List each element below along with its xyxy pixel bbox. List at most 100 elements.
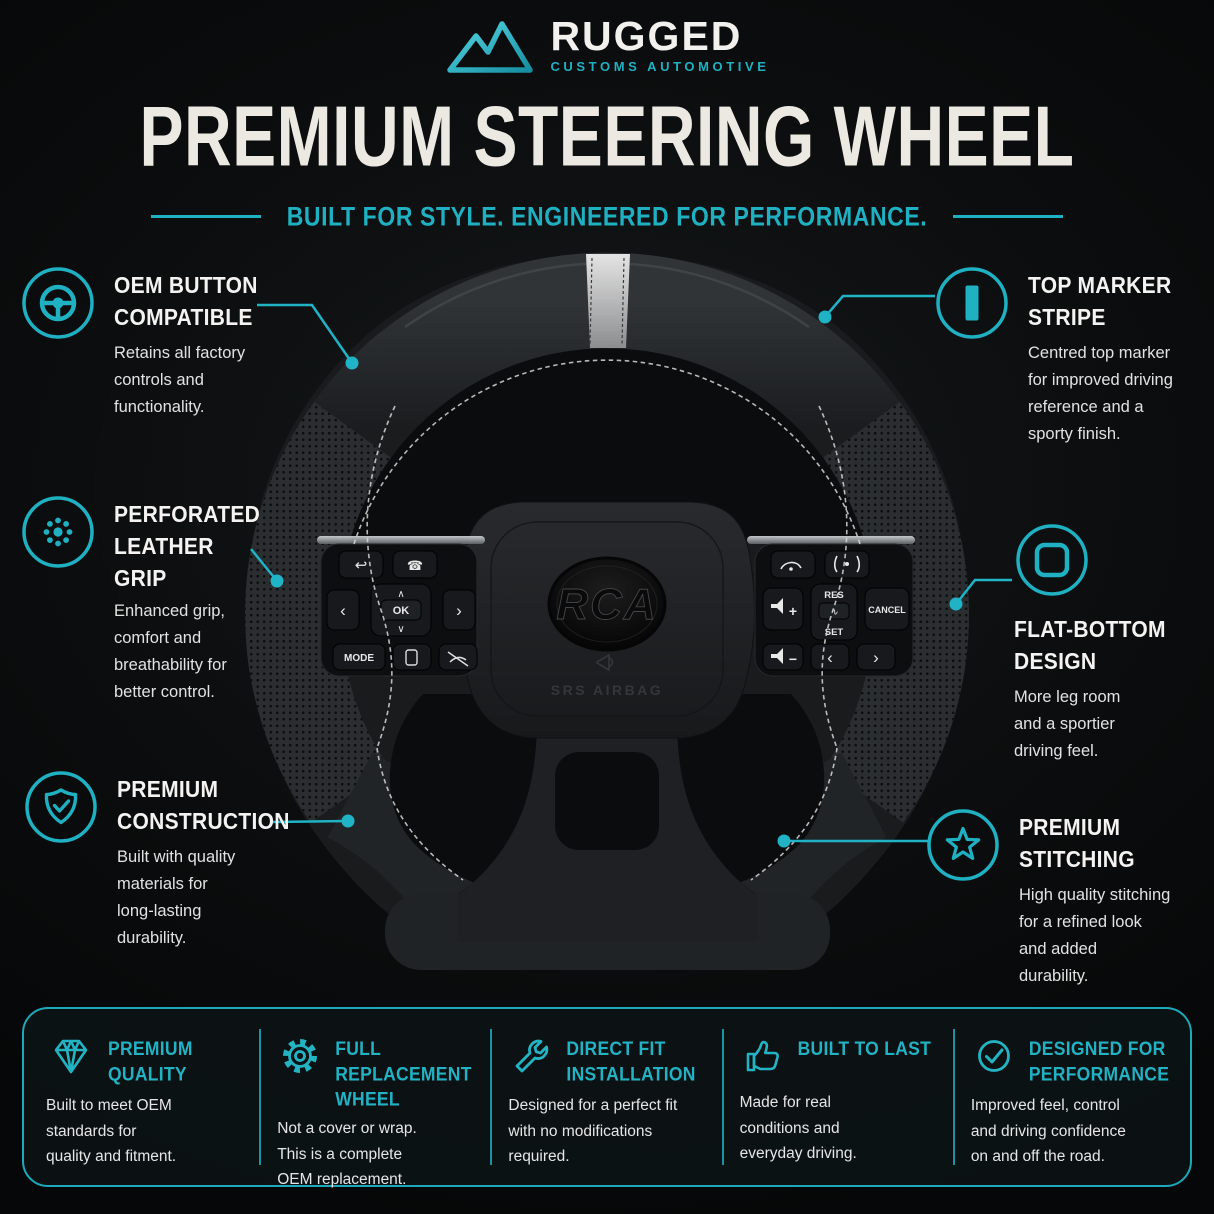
lower-right-opening (654, 694, 825, 898)
callout-title: FLAT-BOTTOM DESIGN (1014, 617, 1166, 675)
steering-wheel-icon (22, 267, 94, 339)
brand-name: RUGGED (550, 13, 743, 59)
ok-up-arrow: ∧ (397, 589, 404, 600)
back-button-glyph: ↩ (355, 557, 368, 574)
callout-title: PREMIUM CONSTRUCTION (117, 777, 290, 835)
device-icon (405, 649, 418, 666)
check-circle-icon (977, 1040, 1010, 1072)
callout-body: More leg room and a sportier driving fee… (1014, 688, 1121, 760)
cruise-control-dot (789, 567, 793, 571)
feature-built-to-last: BUILT TO LAST Made for real conditions a… (721, 1029, 953, 1165)
perforation-dots-icon (22, 496, 94, 568)
connector-dots (270, 310, 963, 848)
feature-title: PREMIUM QUALITY (108, 1037, 193, 1085)
steering-wheel-photo: RCA SRS AIRBAG ↩ ☎ ‹ ∧ OK ∨ (245, 252, 969, 970)
callout-title: PREMIUM STITCHING (1019, 815, 1135, 873)
feature-designed-for-performance: DESIGNED FOR PERFORMANCE Improved feel, … (952, 1029, 1184, 1165)
thumbs-up-icon (746, 1040, 779, 1072)
top-marker-stripe (586, 254, 630, 348)
callout-premium-stitching: PREMIUM STITCHING High quality stitching… (925, 807, 1195, 990)
horn-icon (596, 653, 614, 672)
wheel-left-grip-perforation (245, 401, 393, 823)
right-cluster-left-arrow: ‹ (827, 648, 833, 667)
subtitle-rule-right (953, 215, 1064, 218)
wheel-right-grip (821, 401, 969, 823)
left-button-cluster: ↩ ☎ ‹ ∧ OK ∨ › MODE (320, 543, 478, 677)
center-emblem-ring (556, 565, 658, 643)
lane-assist-icon (833, 555, 861, 573)
wheel-right-grip-perforation (821, 401, 969, 823)
ok-button-label: OK (393, 605, 410, 617)
rim-highlight (404, 262, 810, 329)
callout-title: PERFORATED LEATHER GRIP (114, 502, 261, 592)
cruise-control-icon (780, 561, 802, 570)
diamond-icon (54, 1039, 88, 1074)
callout-title: OEM BUTTON COMPATIBLE (114, 273, 258, 331)
feature-title: DIRECT FIT INSTALLATION (566, 1037, 696, 1085)
right-button-cluster: + − RES ∿ SET CANCEL ‹ › (754, 543, 914, 677)
center-emblem (547, 556, 667, 652)
wheel-silhouette (245, 254, 969, 968)
connector-flat-bottom (955, 578, 1012, 605)
callout-body: Enhanced grip, comfort and breathability… (114, 602, 227, 701)
airbag-pad (458, 501, 756, 739)
rounded-square-icon (1016, 524, 1088, 596)
callout-body: Retains all factory controls and functio… (114, 344, 246, 416)
volume-up-speaker-icon (771, 598, 783, 614)
page-subtitle: BUILT FOR STYLE. ENGINEERED FOR PERFORMA… (286, 200, 928, 232)
shield-check-icon (25, 771, 97, 843)
callout-title: TOP MARKER STRIPE (1028, 273, 1172, 331)
lower-left-opening (389, 694, 560, 898)
callout-body: Centred top marker for improved driving … (1028, 344, 1173, 443)
set-button-label: SET (825, 627, 844, 638)
callout-premium-construction: PREMIUM CONSTRUCTION Built with quality … (23, 769, 289, 952)
wheel-right-corner (714, 752, 888, 921)
callout-top-marker-stripe: TOP MARKER STRIPE Centred top marker for… (934, 265, 1194, 448)
airbag-label: SRS AIRBAG (551, 682, 663, 698)
mountain-icon (447, 21, 534, 73)
callout-oem-button-compatible: OEM BUTTON COMPATIBLE Retains all factor… (20, 265, 270, 421)
left-arrow-button: ‹ (340, 601, 346, 620)
right-chrome-trim (747, 536, 915, 544)
connector-marker (824, 294, 935, 318)
stripe-stitching (589, 257, 625, 346)
page-title: PREMIUM STEERING WHEEL (139, 87, 1075, 184)
wheel-left-corner (326, 752, 500, 921)
right-arrow-button: › (456, 601, 462, 620)
marker-stripe-icon (936, 267, 1008, 339)
feature-title: FULL REPLACEMENT WHEEL (335, 1037, 472, 1110)
end-call-icon (447, 651, 469, 667)
left-chrome-trim (317, 536, 485, 544)
cancel-button-label: CANCEL (868, 605, 906, 615)
bottom-spoke (457, 690, 757, 942)
feature-body: Made for real conditions and everyday dr… (739, 1094, 857, 1162)
airbag-pad-seam (490, 521, 724, 717)
speed-toggle-glyph: ∿ (830, 607, 838, 618)
feature-premium-quality: PREMIUM QUALITY Built to meet OEM standa… (30, 1029, 259, 1165)
wheel-left-grip (245, 401, 393, 823)
feature-full-replacement-wheel: FULL REPLACEMENT WHEEL Not a cover or wr… (259, 1029, 490, 1188)
right-cluster-right-arrow: › (873, 648, 879, 667)
feature-body: Improved feel, control and driving confi… (970, 1097, 1126, 1165)
lane-assist-dot (845, 562, 849, 566)
connector-oem (257, 303, 354, 364)
star-icon (927, 809, 999, 881)
feature-body: Built to meet OEM standards for quality … (46, 1097, 177, 1165)
rim-stitching (353, 359, 861, 881)
res-button-label: RES (824, 590, 844, 601)
mode-button-label: MODE (344, 653, 374, 664)
callout-perforated-leather-grip: PERFORATED LEATHER GRIP Enhanced grip, c… (20, 494, 270, 706)
volume-up-plus: + (789, 603, 797, 619)
wheel-top-leather (314, 252, 900, 459)
ok-down-arrow: ∨ (397, 624, 404, 635)
volume-down-minus: − (789, 651, 797, 667)
wheel-flat-bottom (385, 894, 830, 970)
volume-down-speaker-icon (771, 648, 783, 664)
feature-panel: PREMIUM QUALITY Built to meet OEM standa… (22, 1007, 1192, 1188)
feature-direct-fit-installation: DIRECT FIT INSTALLATION Designed for a p… (490, 1029, 721, 1165)
brand-logo: RUGGED CUSTOMS AUTOMOTIVE (0, 14, 1214, 76)
upper-opening (351, 348, 863, 542)
phone-button-glyph: ☎ (407, 558, 423, 573)
brand-tagline: CUSTOMS AUTOMOTIVE (550, 59, 770, 74)
